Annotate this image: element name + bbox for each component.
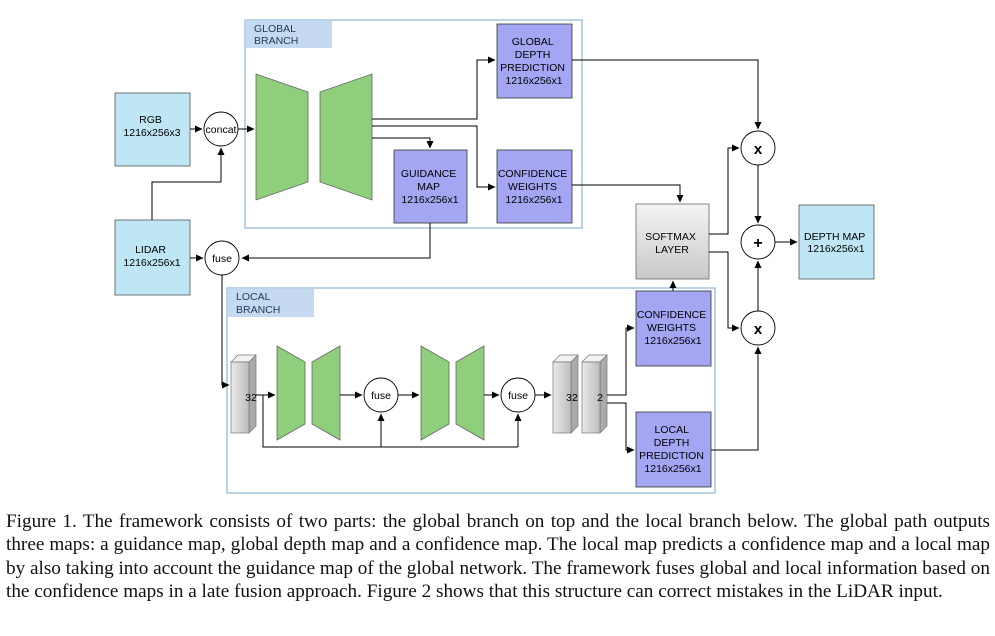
- svg-text:x: x: [754, 141, 763, 158]
- local-confidence-weights-box: CONFIDENCE WEIGHTS 1216x256x1: [635, 290, 712, 367]
- svg-text:32: 32: [566, 392, 578, 404]
- global-branch-label: GLOBAL BRANCH: [254, 23, 299, 47]
- svg-text:+: +: [753, 235, 762, 252]
- lidar-input-box: LIDAR 1216x256x1: [114, 219, 191, 296]
- svg-text:concat: concat: [206, 124, 237, 136]
- svg-text:2: 2: [597, 392, 603, 404]
- local-feature-block-32-second: 32: [552, 354, 579, 434]
- svg-text:LOCAL DEPTH PREDIC: LOCAL DEPTH PREDICTION 1216x256x1: [639, 424, 707, 475]
- local-feature-block-32: 32: [230, 354, 257, 434]
- svg-text:DEPTH MAP 1216x256x1: DEPTH MAP 1216x256x1: [804, 231, 868, 255]
- multiply-node-bottom: x: [740, 310, 776, 346]
- local-depth-prediction-box: LOCAL DEPTH PREDICTION 1216x256x1: [635, 411, 712, 488]
- global-confidence-weights-box: CONFIDENCE WEIGHTS 1216x256x1: [496, 149, 573, 224]
- fuse-node-local-1: fuse: [363, 377, 399, 413]
- svg-text:RGB 1216x256x3: RGB 1216x256x3: [123, 114, 180, 139]
- fuse-node-local-2: fuse: [500, 377, 536, 413]
- svg-text:x: x: [754, 321, 763, 338]
- rgb-input-box: RGB 1216x256x3: [114, 92, 191, 167]
- softmax-layer-box: SOFTMAX LAYER: [635, 203, 710, 280]
- svg-text:GLOBAL DEPTH PREDI: GLOBAL DEPTH PREDICTION 1216x256x1: [500, 36, 568, 87]
- add-node: +: [740, 224, 776, 260]
- svg-text:32: 32: [245, 392, 257, 404]
- svg-text:fuse: fuse: [371, 390, 391, 402]
- fuse-node-input: fuse: [204, 240, 240, 276]
- svg-text:SOFTMAX LAYER: SOFTMAX LAYER: [645, 231, 699, 256]
- global-encoder-decoder: [255, 73, 373, 201]
- concat-node: concat: [203, 111, 239, 147]
- svg-text:CONFIDENCE WEIGHTS: CONFIDENCE WEIGHTS 1216x256x1: [498, 168, 570, 206]
- global-depth-prediction-box: GLOBAL DEPTH PREDICTION 1216x256x1: [496, 23, 573, 99]
- local-branch-container: LOCAL BRANCH: [226, 287, 716, 494]
- connectors: [151, 56, 798, 454]
- svg-text:GUIDANCE MAP 1216x: GUIDANCE MAP 1216x256x1: [401, 168, 459, 206]
- figure-caption: Figure 1. The framework consists of two …: [6, 511, 990, 603]
- multiply-node-top: x: [740, 130, 776, 166]
- svg-text:LIDAR 1216x256x1: LIDAR 1216x256x1: [123, 244, 180, 269]
- framework-diagram: GLOBAL BRANCH LOCAL BRANCH RGB 1216x256x…: [114, 19, 875, 494]
- svg-text:fuse: fuse: [508, 390, 528, 402]
- local-branch-label: LOCAL BRANCH: [236, 291, 280, 316]
- global-branch-container: GLOBAL BRANCH: [244, 19, 583, 229]
- local-encoder-decoder-2: [420, 345, 485, 441]
- depth-map-output-box: DEPTH MAP 1216x256x1: [798, 204, 875, 280]
- guidance-map-box: GUIDANCE MAP 1216x256x1: [393, 149, 468, 224]
- local-encoder-decoder-1: [276, 345, 341, 441]
- svg-text:CONFIDENCE WEIGHTS: CONFIDENCE WEIGHTS 1216x256x1: [637, 309, 709, 347]
- local-feature-block-2: 2: [581, 354, 608, 434]
- svg-text:fuse: fuse: [212, 253, 232, 265]
